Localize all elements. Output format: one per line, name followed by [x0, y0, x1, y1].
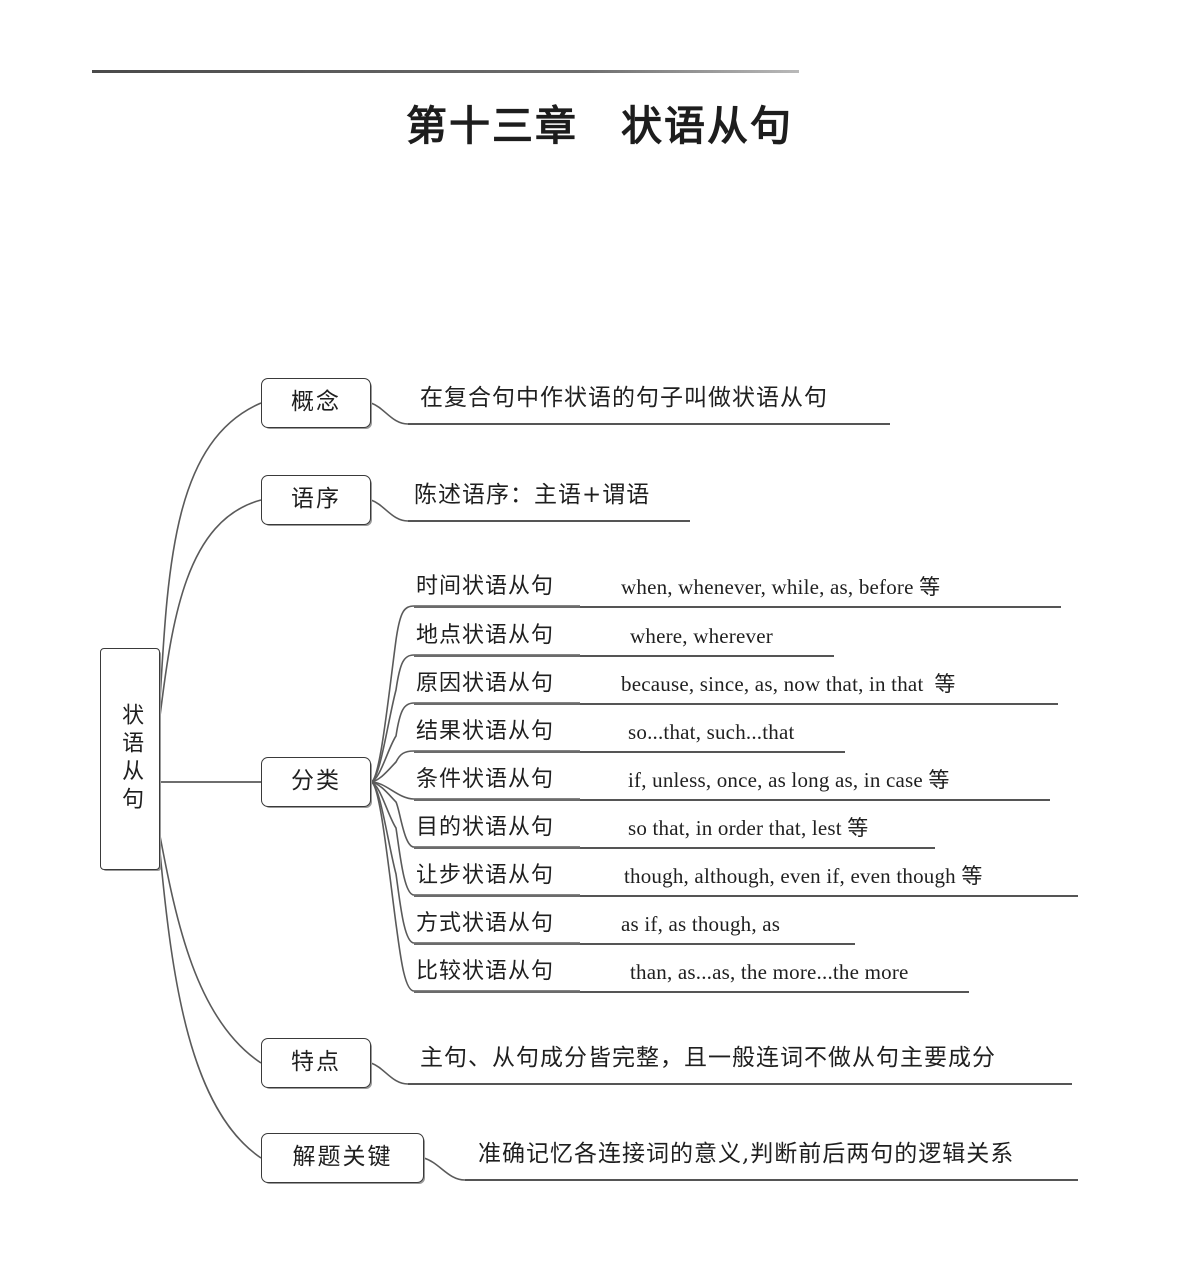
category-name-rule	[414, 606, 580, 608]
category-name: 比较状语从句	[416, 959, 555, 984]
category-conjunctions-rule	[580, 847, 935, 849]
edge-root-to-tedian	[159, 835, 262, 1064]
root-node-label: 状语从句	[118, 703, 144, 815]
category-conjunctions: so that, in order that, lest 等	[628, 816, 869, 840]
category-name: 让步状语从句	[416, 863, 555, 888]
category-conjunctions: so...that, such...that	[628, 720, 795, 744]
detail-text-key-to-solving: 准确记忆各连接词的意义,判断前后两句的逻辑关系	[478, 1141, 1015, 1167]
category-name-rule	[414, 943, 580, 945]
category-name-rule	[414, 991, 580, 993]
branch-label-concept: 概念	[291, 389, 341, 416]
category-name-rule	[414, 655, 580, 657]
category-conjunctions-rule	[580, 655, 834, 657]
category-name: 目的状语从句	[416, 815, 555, 840]
branch-label-word-order: 语序	[291, 486, 341, 513]
detail-rule-features	[408, 1083, 1072, 1085]
branch-node-classification[interactable]: 分类	[261, 757, 371, 807]
mindmap-root-node[interactable]: 状语从句	[100, 648, 160, 870]
category-name: 地点状语从句	[416, 623, 555, 648]
category-conjunctions-rule	[580, 799, 1050, 801]
category-name: 方式状语从句	[416, 911, 555, 936]
category-name: 时间状语从句	[416, 574, 555, 599]
detail-text-concept: 在复合句中作状语的句子叫做状语从句	[420, 385, 828, 411]
branch-node-concept[interactable]: 概念	[261, 378, 371, 428]
category-conjunctions: though, although, even if, even though 等	[624, 864, 983, 888]
detail-text-word-order: 陈述语序：主语+谓语	[414, 482, 651, 508]
category-name-rule	[414, 895, 580, 897]
detail-rule-word-order	[408, 520, 690, 522]
branch-node-word-order[interactable]: 语序	[261, 475, 371, 525]
category-conjunctions: than, as...as, the more...the more	[630, 960, 909, 984]
branch-node-key-to-solving[interactable]: 解题关键	[261, 1133, 424, 1183]
detail-text-features: 主句、从句成分皆完整，且一般连词不做从句主要成分	[420, 1045, 996, 1071]
category-conjunctions-rule	[580, 943, 855, 945]
page-title: 第十三章 状语从句	[406, 102, 793, 150]
category-name: 条件状语从句	[416, 767, 555, 792]
branch-label-features: 特点	[291, 1049, 341, 1076]
category-conjunctions: where, wherever	[630, 624, 773, 648]
category-conjunctions-rule	[580, 895, 1078, 897]
category-name: 结果状语从句	[416, 719, 555, 744]
branch-label-key-to-solving: 解题关键	[292, 1144, 393, 1171]
edge-root-to-jieti	[159, 851, 262, 1159]
category-conjunctions: if, unless, once, as long as, in case 等	[628, 768, 950, 792]
category-conjunctions: when, whenever, while, as, before 等	[621, 575, 941, 599]
category-name-rule	[414, 847, 580, 849]
category-conjunctions: as if, as though, as	[621, 912, 781, 936]
category-conjunctions-rule	[580, 606, 1061, 608]
edge-root-to-yuxu	[159, 499, 262, 717]
header-divider-rule	[92, 70, 799, 73]
category-conjunctions-rule	[580, 991, 969, 993]
category-conjunctions: because, since, as, now that, in that 等	[621, 672, 956, 696]
branch-label-classification: 分类	[291, 768, 341, 795]
category-conjunctions-rule	[580, 751, 845, 753]
category-name-rule	[414, 799, 580, 801]
branch-node-features[interactable]: 特点	[261, 1038, 371, 1088]
edge-root-to-gainian	[159, 402, 262, 701]
category-name-rule	[414, 751, 580, 753]
detail-rule-key-to-solving	[465, 1179, 1078, 1181]
category-conjunctions-rule	[580, 703, 1058, 705]
category-name: 原因状语从句	[416, 671, 555, 696]
detail-rule-concept	[408, 423, 890, 425]
category-name-rule	[414, 703, 580, 705]
